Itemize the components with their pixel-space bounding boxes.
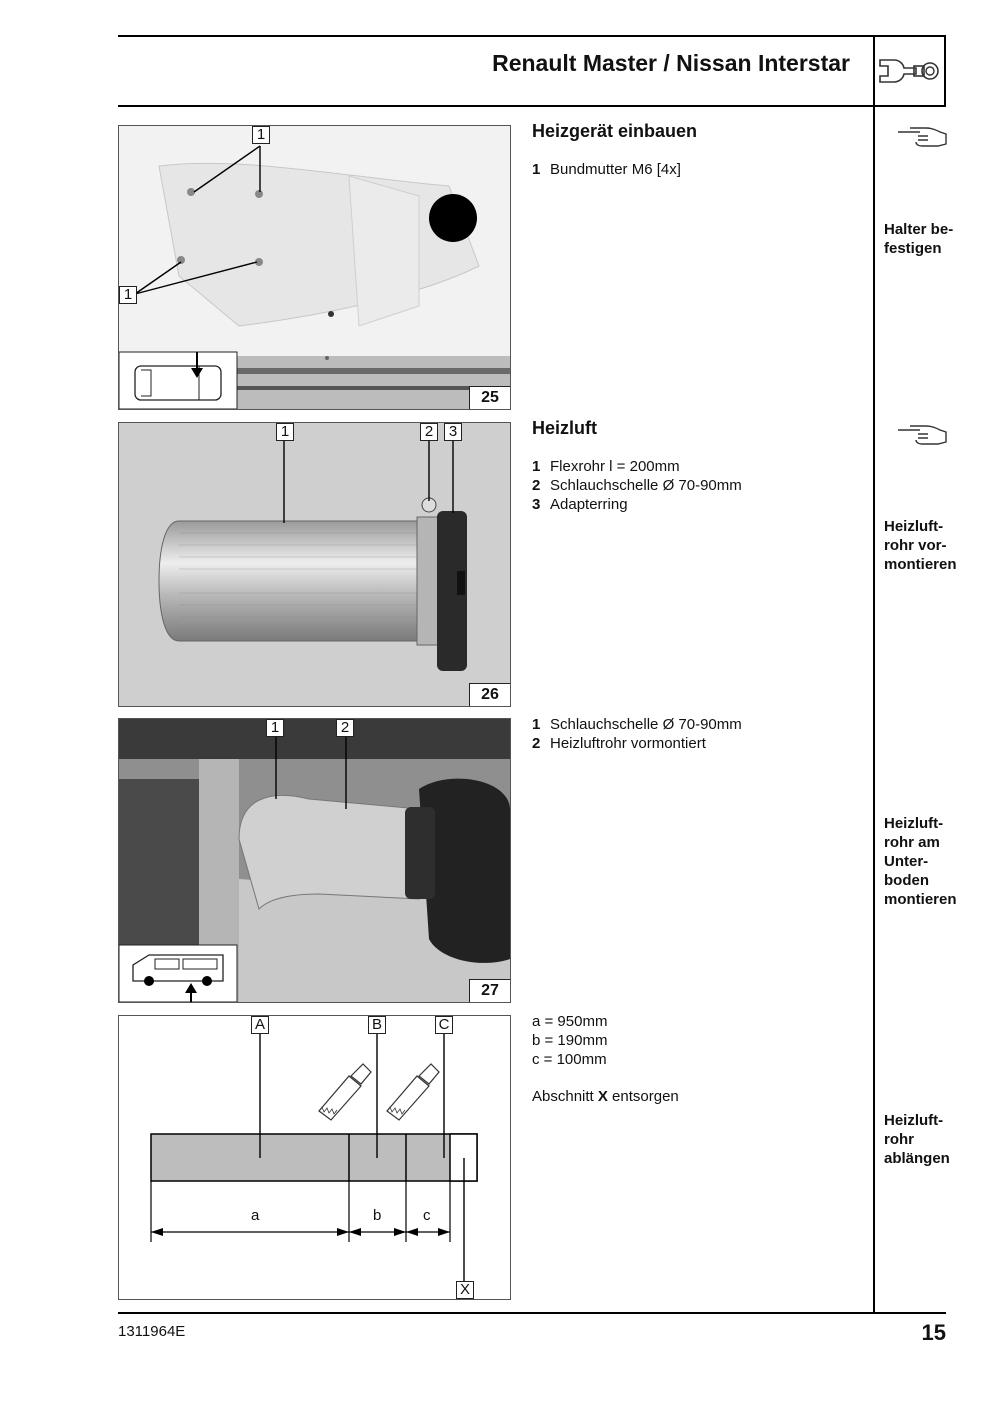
figure-number: 25	[469, 386, 510, 409]
callout-1-top: 1	[252, 126, 270, 144]
dim-label-a: a	[251, 1207, 260, 1224]
wrench-icon	[879, 59, 939, 83]
figure-number: 27	[469, 979, 510, 1002]
figure-25-heater-mount: 1 1 25	[118, 125, 511, 410]
callout-C: C	[435, 1016, 453, 1034]
pointing-hand-icon	[898, 425, 947, 445]
saw-icon	[318, 1063, 372, 1121]
dim-label-c: c	[423, 1207, 431, 1224]
callout-1: 1	[276, 423, 294, 441]
header-icon-divider	[873, 35, 875, 107]
callout-X: X	[456, 1281, 474, 1299]
pointing-hand-icon	[898, 127, 947, 147]
callout-A: A	[251, 1016, 269, 1034]
figure-cut-diagram: A B C X a b c	[118, 1015, 511, 1300]
side-label-unterboden: Heizluft- rohr am Unter- boden montieren	[884, 815, 957, 908]
list-item: c = 100mm	[532, 1051, 607, 1068]
figure-number: 26	[469, 683, 510, 706]
header-right-edge	[944, 35, 946, 107]
side-label-vormontieren: Heizluft- rohr vor- montieren	[884, 518, 957, 573]
page-title: Renault Master / Nissan Interstar	[492, 50, 850, 76]
callout-1-left: 1	[119, 286, 137, 304]
document-code: 1311964E	[118, 1323, 186, 1340]
side-column-divider	[873, 105, 875, 1313]
disposal-note: Abschnitt X entsorgen	[532, 1088, 679, 1105]
van-side-view-icon	[132, 954, 224, 1002]
callout-3: 3	[444, 423, 462, 441]
callout-2: 2	[420, 423, 438, 441]
header-bottom-rule	[118, 105, 946, 107]
callout-1: 1	[266, 719, 284, 737]
dim-label-b: b	[373, 1207, 382, 1224]
section-heading-heizluft: Heizluft	[532, 418, 597, 438]
list-item: b = 190mm	[532, 1032, 608, 1049]
section-heading-heater: Heizgerät einbauen	[532, 121, 698, 141]
list-item: a = 950mm	[532, 1013, 608, 1030]
callout-2: 2	[336, 719, 354, 737]
dimension-list: a = 950mm b = 190mm c = 100mm	[532, 1012, 607, 1069]
side-label-ablaengen: Heizluft- rohr ablängen	[884, 1112, 950, 1167]
callout-B: B	[368, 1016, 386, 1034]
side-label-halter: Halter be- festigen	[884, 221, 954, 257]
saw-icon	[386, 1063, 440, 1121]
figure-26-flex-hose: 1 2 3 26	[118, 422, 511, 707]
header-top-rule	[118, 35, 946, 37]
figure-27-underbody: 1 2 27	[118, 718, 511, 1003]
page-number: 15	[921, 1320, 946, 1345]
van-top-view-icon	[134, 352, 222, 401]
footer-rule	[118, 1312, 946, 1314]
